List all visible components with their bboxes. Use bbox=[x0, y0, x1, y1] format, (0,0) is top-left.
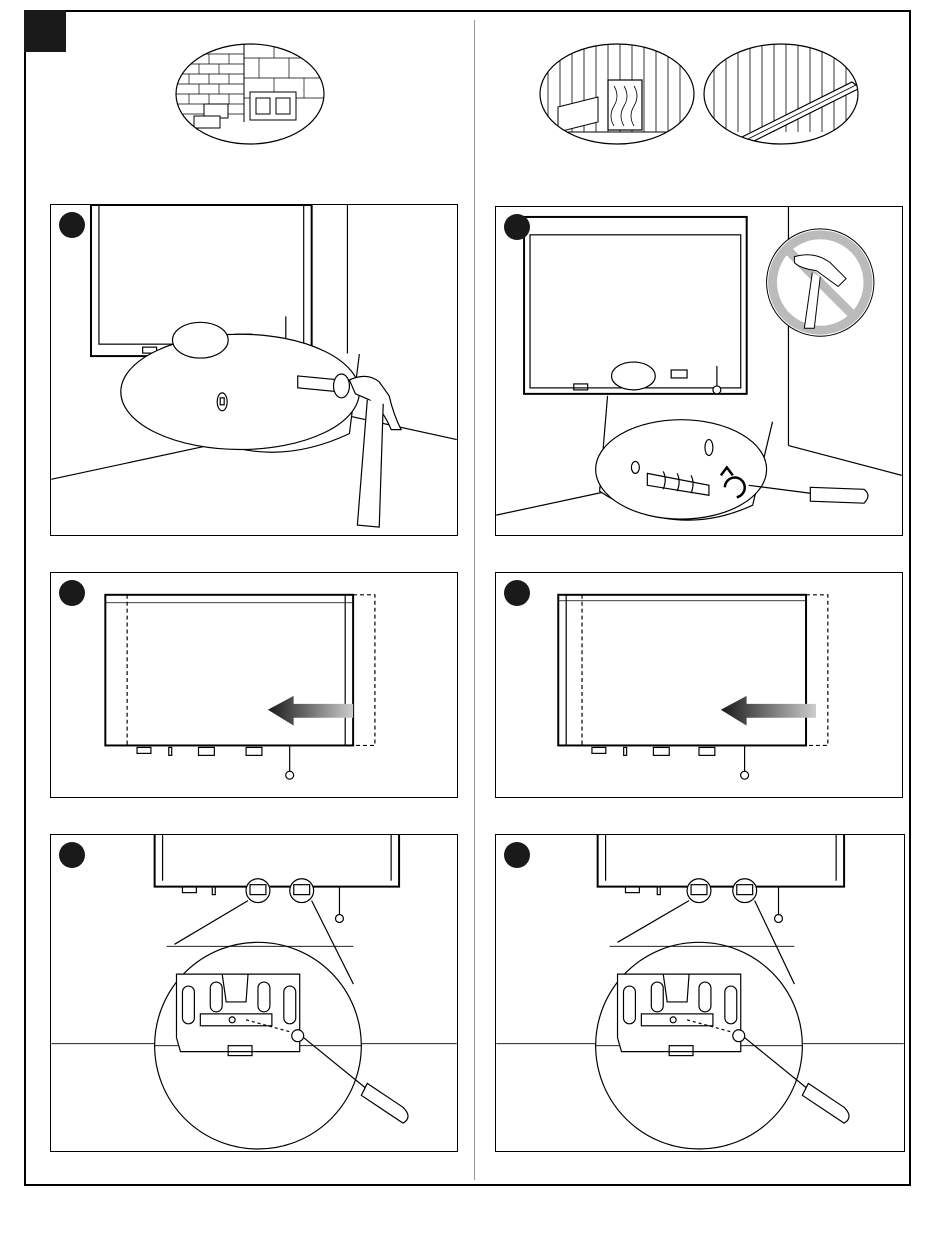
slide-tv-left-illustration bbox=[51, 573, 457, 797]
left-step-1-panel bbox=[50, 204, 458, 536]
screwdriver-anchor-illustration bbox=[496, 207, 902, 535]
section-tab bbox=[24, 10, 66, 52]
secure-bracket-screw-illustration bbox=[51, 835, 457, 1151]
metal-stud-wall-oval bbox=[702, 42, 860, 146]
left-step-2-panel bbox=[50, 572, 458, 798]
masonry-wall-oval bbox=[174, 42, 326, 146]
brick-and-block-wall-icon bbox=[174, 42, 326, 146]
secure-bracket-screw-illustration bbox=[496, 835, 904, 1151]
right-step-3-panel bbox=[495, 834, 905, 1152]
right-step-2-panel bbox=[495, 572, 903, 798]
column-divider bbox=[474, 20, 475, 1180]
step-number-marker bbox=[59, 842, 85, 868]
wood-stud-wall-oval bbox=[538, 42, 696, 146]
step-number-marker bbox=[504, 214, 530, 240]
slide-tv-left-illustration bbox=[496, 573, 902, 797]
no-hammer-icon bbox=[767, 229, 874, 336]
right-step-1-panel bbox=[495, 206, 903, 536]
step-number-marker bbox=[504, 580, 530, 606]
left-step-3-panel bbox=[50, 834, 458, 1152]
step-number-marker bbox=[59, 212, 85, 238]
metal-stud-wall-icon bbox=[702, 42, 860, 146]
step-number-marker bbox=[59, 580, 85, 606]
step-number-marker bbox=[504, 842, 530, 868]
hammer-anchor-illustration bbox=[51, 205, 457, 535]
wood-stud-wall-icon bbox=[538, 42, 696, 146]
